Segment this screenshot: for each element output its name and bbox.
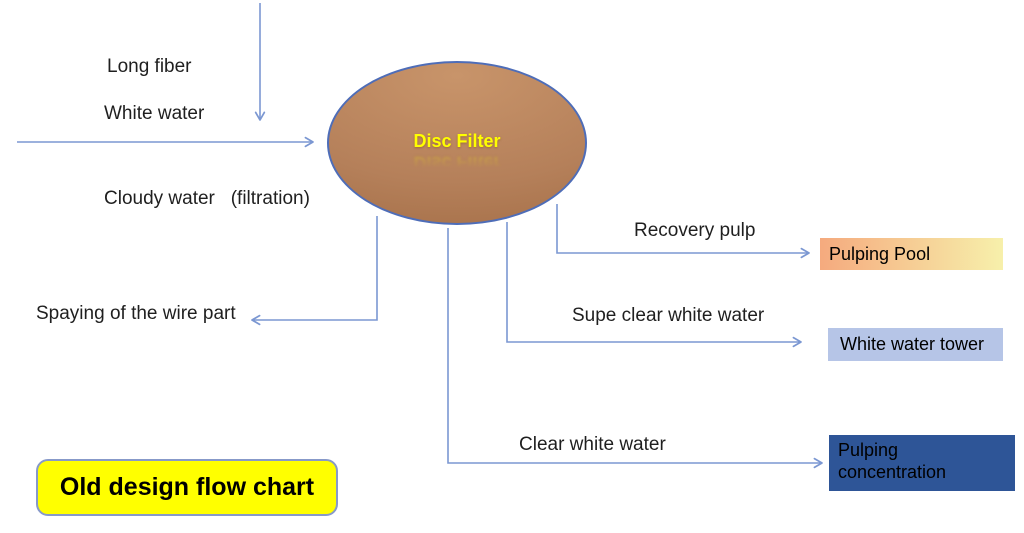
arrow-spraying-wire-part	[251, 216, 378, 326]
pulping-concentration-node: Pulping concentration	[829, 435, 1015, 491]
disc-filter-reflection: Disc Filter	[413, 153, 501, 173]
label-supe-clear-white-water: Supe clear white water	[572, 305, 765, 326]
label-spraying-of-wire-part: Spaying of the wire part	[36, 303, 236, 324]
chart-title-box: Old design flow chart	[36, 459, 338, 516]
pulping-pool-node: Pulping Pool	[820, 238, 1003, 270]
label-long-fiber: Long fiber	[107, 56, 192, 77]
disc-filter-node: Disc Filter Disc Filter	[327, 61, 587, 225]
chart-title: Old design flow chart	[59, 473, 315, 501]
white-water-tower-node: White water tower	[828, 328, 1003, 361]
label-recovery-pulp: Recovery pulp	[634, 220, 756, 241]
arrow-supe-clear-white-water	[506, 222, 802, 348]
disc-filter-text: Disc Filter	[413, 131, 501, 151]
label-cloudy-water-filtration: Cloudy water (filtration)	[104, 188, 310, 209]
arrow-clear-white-water	[447, 228, 823, 469]
label-white-water: White water	[104, 103, 205, 124]
arrow-recovery-pulp	[556, 204, 810, 259]
disc-filter-label: Disc Filter Disc Filter	[329, 131, 585, 173]
label-clear-white-water: Clear white water	[519, 434, 666, 455]
